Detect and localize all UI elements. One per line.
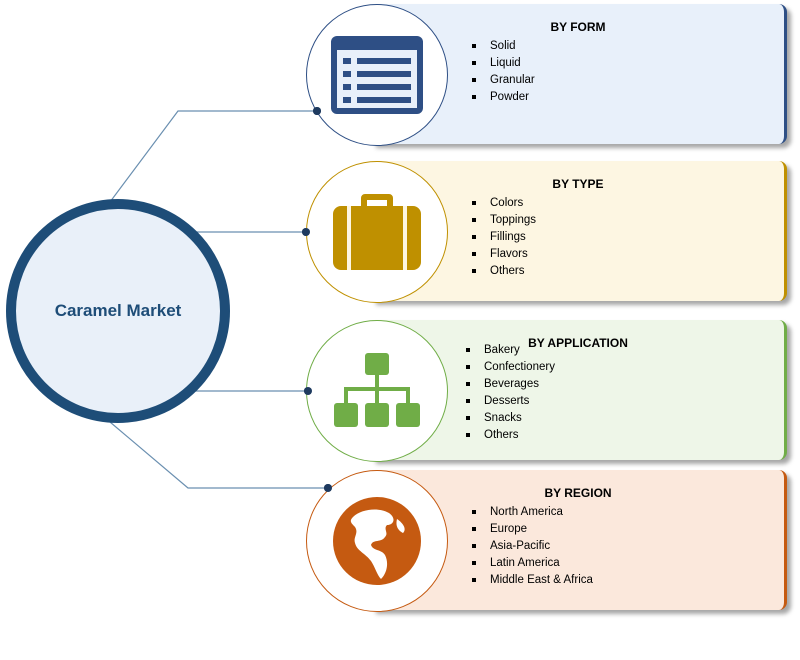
list-item: Middle East & Africa: [472, 572, 593, 589]
document-list-icon: [331, 36, 423, 114]
list-item: Beverages: [466, 376, 555, 393]
hub-circle: Caramel Market: [6, 199, 230, 423]
list-item: Latin America: [472, 555, 593, 572]
list-item: Powder: [472, 89, 535, 106]
list-item: Others: [472, 263, 536, 280]
icon-ring-type: [306, 161, 448, 303]
hierarchy-icon: [334, 353, 420, 427]
list-item: Solid: [472, 38, 535, 55]
segment-title: BY APPLICATION: [528, 336, 628, 350]
list-item: Snacks: [466, 410, 555, 427]
segment-title: BY FORM: [550, 20, 606, 34]
hub-title: Caramel Market: [54, 301, 182, 320]
globe-americas-icon: [333, 497, 421, 585]
list-item: Liquid: [472, 55, 535, 72]
segment-title: BY TYPE: [552, 177, 604, 191]
segment-list: Solid Liquid Granular Powder: [472, 38, 535, 106]
list-item: Colors: [472, 195, 536, 212]
briefcase-icon: [333, 194, 421, 270]
list-item: Others: [466, 427, 555, 444]
connector-form: [109, 110, 317, 203]
list-item: Desserts: [466, 393, 555, 410]
segment-list: Bakery Confectionery Beverages Desserts …: [466, 342, 555, 444]
list-item: Asia-Pacific: [472, 538, 593, 555]
list-item: Toppings: [472, 212, 536, 229]
list-item: North America: [472, 504, 593, 521]
segment-list: North America Europe Asia-Pacific Latin …: [472, 504, 593, 589]
list-item: Fillings: [472, 229, 536, 246]
list-item: Bakery: [466, 342, 555, 359]
segment-title: BY REGION: [544, 486, 612, 500]
list-item: Flavors: [472, 246, 536, 263]
connector-region: [109, 421, 328, 489]
icon-ring-form: [306, 4, 448, 146]
icon-ring-application: [306, 320, 448, 462]
list-item: Granular: [472, 72, 535, 89]
segment-list: Colors Toppings Fillings Flavors Others: [472, 195, 536, 280]
icon-ring-region: [306, 470, 448, 612]
list-item: Confectionery: [466, 359, 555, 376]
list-item: Europe: [472, 521, 593, 538]
